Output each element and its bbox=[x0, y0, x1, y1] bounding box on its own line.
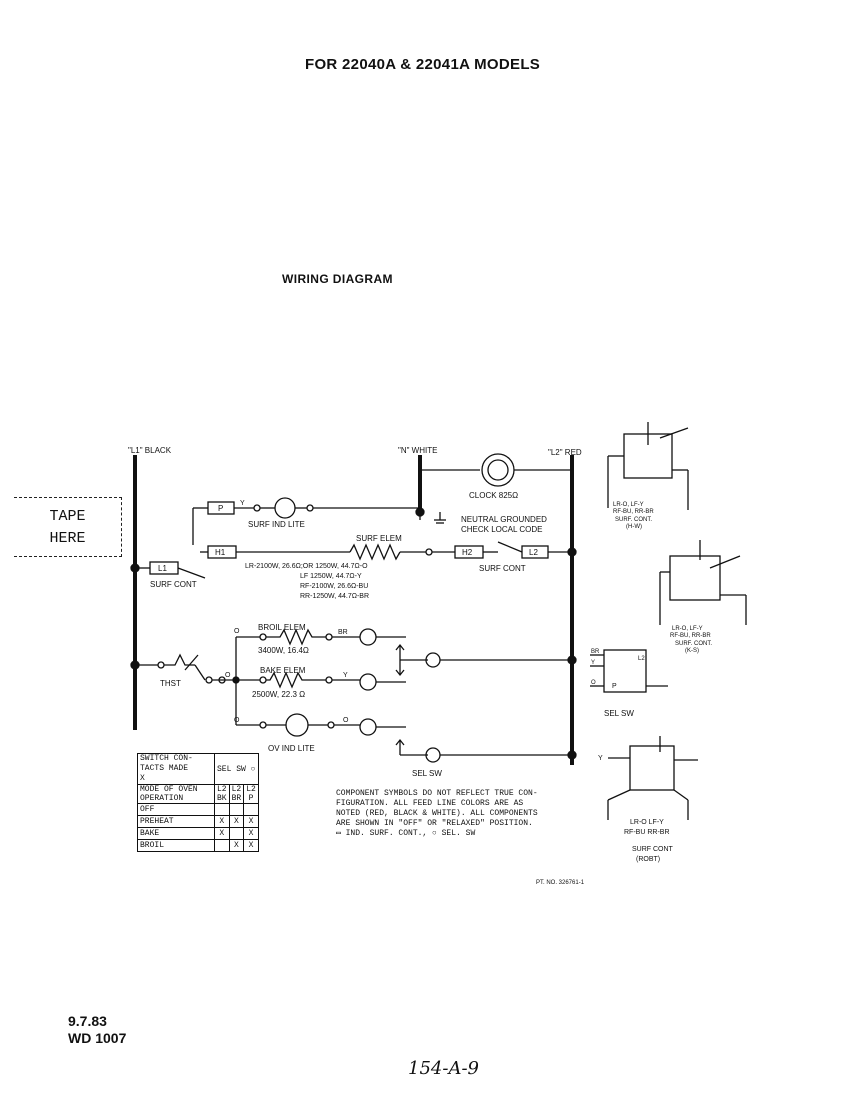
surf-cont-switch-right bbox=[497, 541, 523, 553]
part-number: PT. NO. 326761-1 bbox=[536, 880, 585, 886]
document-stamp: 9.7.83 WD 1007 bbox=[68, 1013, 126, 1047]
hw-sub: (H-W) bbox=[626, 524, 642, 530]
thermostat-symbol bbox=[164, 653, 195, 666]
tape-label-line1: TAPE bbox=[49, 508, 86, 525]
broil-elem-label: BROIL ELEM bbox=[258, 623, 306, 632]
table-sel-sw-header: SEL SW ○ bbox=[214, 753, 259, 785]
ov-ind-lite-label: OV IND LITE bbox=[268, 744, 315, 753]
n-label: "N" WHITE bbox=[398, 446, 437, 455]
robt-colors-2: RF-BU RR-BR bbox=[624, 829, 670, 836]
bake-elem-resistor bbox=[266, 671, 326, 689]
robt-colors-1: LR-O LF-Y bbox=[630, 819, 664, 826]
tape-label-line2: HERE bbox=[49, 530, 86, 547]
clock-symbol bbox=[481, 453, 515, 487]
svg-text:O: O bbox=[591, 680, 596, 686]
svg-text:O: O bbox=[234, 717, 240, 724]
component-note: COMPONENT SYMBOLS DO NOT REFLECT TRUE CO… bbox=[336, 789, 538, 838]
surf-cont-switch-left bbox=[177, 567, 206, 579]
svg-text:L2: L2 bbox=[529, 548, 538, 557]
table-mode-header: MODE OF OVEN bbox=[140, 785, 198, 794]
ks-colors-1: LR-O, LF-Y bbox=[672, 626, 703, 632]
br-connector bbox=[359, 628, 377, 646]
svg-text:O: O bbox=[234, 628, 240, 635]
robt-title: SURF CONT bbox=[632, 846, 674, 853]
surf-cont-left-label: SURF CONT bbox=[150, 580, 197, 589]
p-connector bbox=[359, 718, 377, 736]
table-header-2: TACTS MADE bbox=[140, 764, 189, 773]
svg-text:L1: L1 bbox=[158, 564, 167, 573]
elem-spec-4: RR-1250W, 44.7Ω-BR bbox=[300, 593, 369, 600]
svg-text:H2: H2 bbox=[462, 548, 473, 557]
hw-title: SURF. CONT. bbox=[615, 517, 652, 523]
table-operation-header: OPERATION bbox=[140, 794, 184, 803]
bake-spec-label: 2500W, 22.3 Ω bbox=[252, 690, 305, 699]
table-header-1: SWITCH CON- bbox=[140, 754, 193, 763]
table-row: PREHEAT X X X bbox=[137, 815, 259, 828]
l2-label: "L2" RED bbox=[548, 448, 582, 457]
switch-contacts-table: SWITCH CON- TACTS MADE X SEL SW ○ MODE O… bbox=[137, 753, 259, 852]
sel-sw-right-diagram bbox=[603, 649, 647, 693]
neutral-label-line2: CHECK LOCAL CODE bbox=[461, 525, 543, 534]
broil-spec-label: 3400W, 16.4Ω bbox=[258, 646, 309, 655]
surf-ind-lite-symbol bbox=[274, 497, 296, 519]
surf-cont-robt-diagram bbox=[629, 745, 675, 791]
hw-colors-1: LR-O, LF-Y bbox=[613, 502, 644, 508]
surf-cont-right-label: SURF CONT bbox=[479, 564, 526, 573]
handwritten-reference: 154-A-9 bbox=[408, 1058, 479, 1079]
svg-text:Y: Y bbox=[598, 755, 603, 762]
svg-text:L2: L2 bbox=[638, 656, 645, 662]
bk-connector bbox=[359, 673, 377, 691]
elem-spec-3: RF-2100W, 26.6Ω-BU bbox=[300, 583, 368, 590]
table-row: BAKE X X bbox=[137, 827, 259, 840]
svg-text:O: O bbox=[343, 717, 349, 724]
svg-text:Y: Y bbox=[240, 500, 245, 507]
sel-sw-l2-bottom bbox=[425, 747, 441, 763]
svg-text:BR: BR bbox=[338, 629, 348, 636]
l1-label: "L1" BLACK bbox=[128, 446, 172, 455]
surf-elem-label: SURF ELEM bbox=[356, 534, 402, 543]
bake-elem-label: BAKE ELEM bbox=[260, 666, 306, 675]
svg-text:Y: Y bbox=[591, 660, 595, 666]
elem-spec-2: LF 1250W, 44.7Ω-Y bbox=[300, 573, 362, 580]
table-row: OFF bbox=[137, 803, 259, 816]
surf-ind-lite-label: SURF IND LITE bbox=[248, 520, 305, 529]
elem-spec-1: LR-2100W, 26.6Ω;OR 1250W, 44.7Ω-O bbox=[245, 563, 368, 570]
neutral-label-line1: NEUTRAL GROUNDED bbox=[461, 515, 547, 524]
thst-label: THST bbox=[160, 679, 181, 688]
surf-cont-ks-diagram bbox=[669, 555, 721, 601]
svg-text:H1: H1 bbox=[215, 548, 226, 557]
document-date: 9.7.83 bbox=[68, 1013, 107, 1029]
ks-colors-2: RF-BU, RR-BR bbox=[670, 633, 711, 639]
table-row: BROIL X X bbox=[137, 839, 259, 852]
ov-ind-lite-symbol bbox=[285, 713, 309, 737]
sel-sw-right-label: SEL SW bbox=[604, 709, 634, 718]
robt-sub: (ROBT) bbox=[636, 856, 660, 863]
ks-title: SURF. CONT. bbox=[675, 641, 712, 647]
tape-here-box: TAPE HERE bbox=[14, 497, 122, 557]
svg-text:Y: Y bbox=[343, 672, 348, 679]
ks-sub: (K-S) bbox=[685, 648, 699, 654]
svg-text:O: O bbox=[225, 672, 231, 679]
svg-text:BR: BR bbox=[591, 649, 600, 655]
sel-sw-l2-top bbox=[425, 652, 441, 668]
table-header-3: X bbox=[140, 774, 145, 783]
hw-colors-2: RF-BU, RR-BR bbox=[613, 509, 654, 515]
clock-label: CLOCK 825Ω bbox=[469, 491, 518, 500]
document-number: WD 1007 bbox=[68, 1030, 127, 1046]
surf-elem-resistor bbox=[349, 543, 401, 561]
sel-sw-label: SEL SW bbox=[412, 769, 442, 778]
svg-text:P: P bbox=[612, 683, 617, 690]
diagram-subtitle: WIRING DIAGRAM bbox=[282, 272, 393, 286]
broil-elem-resistor bbox=[266, 628, 326, 646]
svg-text:P: P bbox=[218, 504, 223, 513]
page-title: FOR 22040A & 22041A MODELS bbox=[305, 56, 541, 73]
